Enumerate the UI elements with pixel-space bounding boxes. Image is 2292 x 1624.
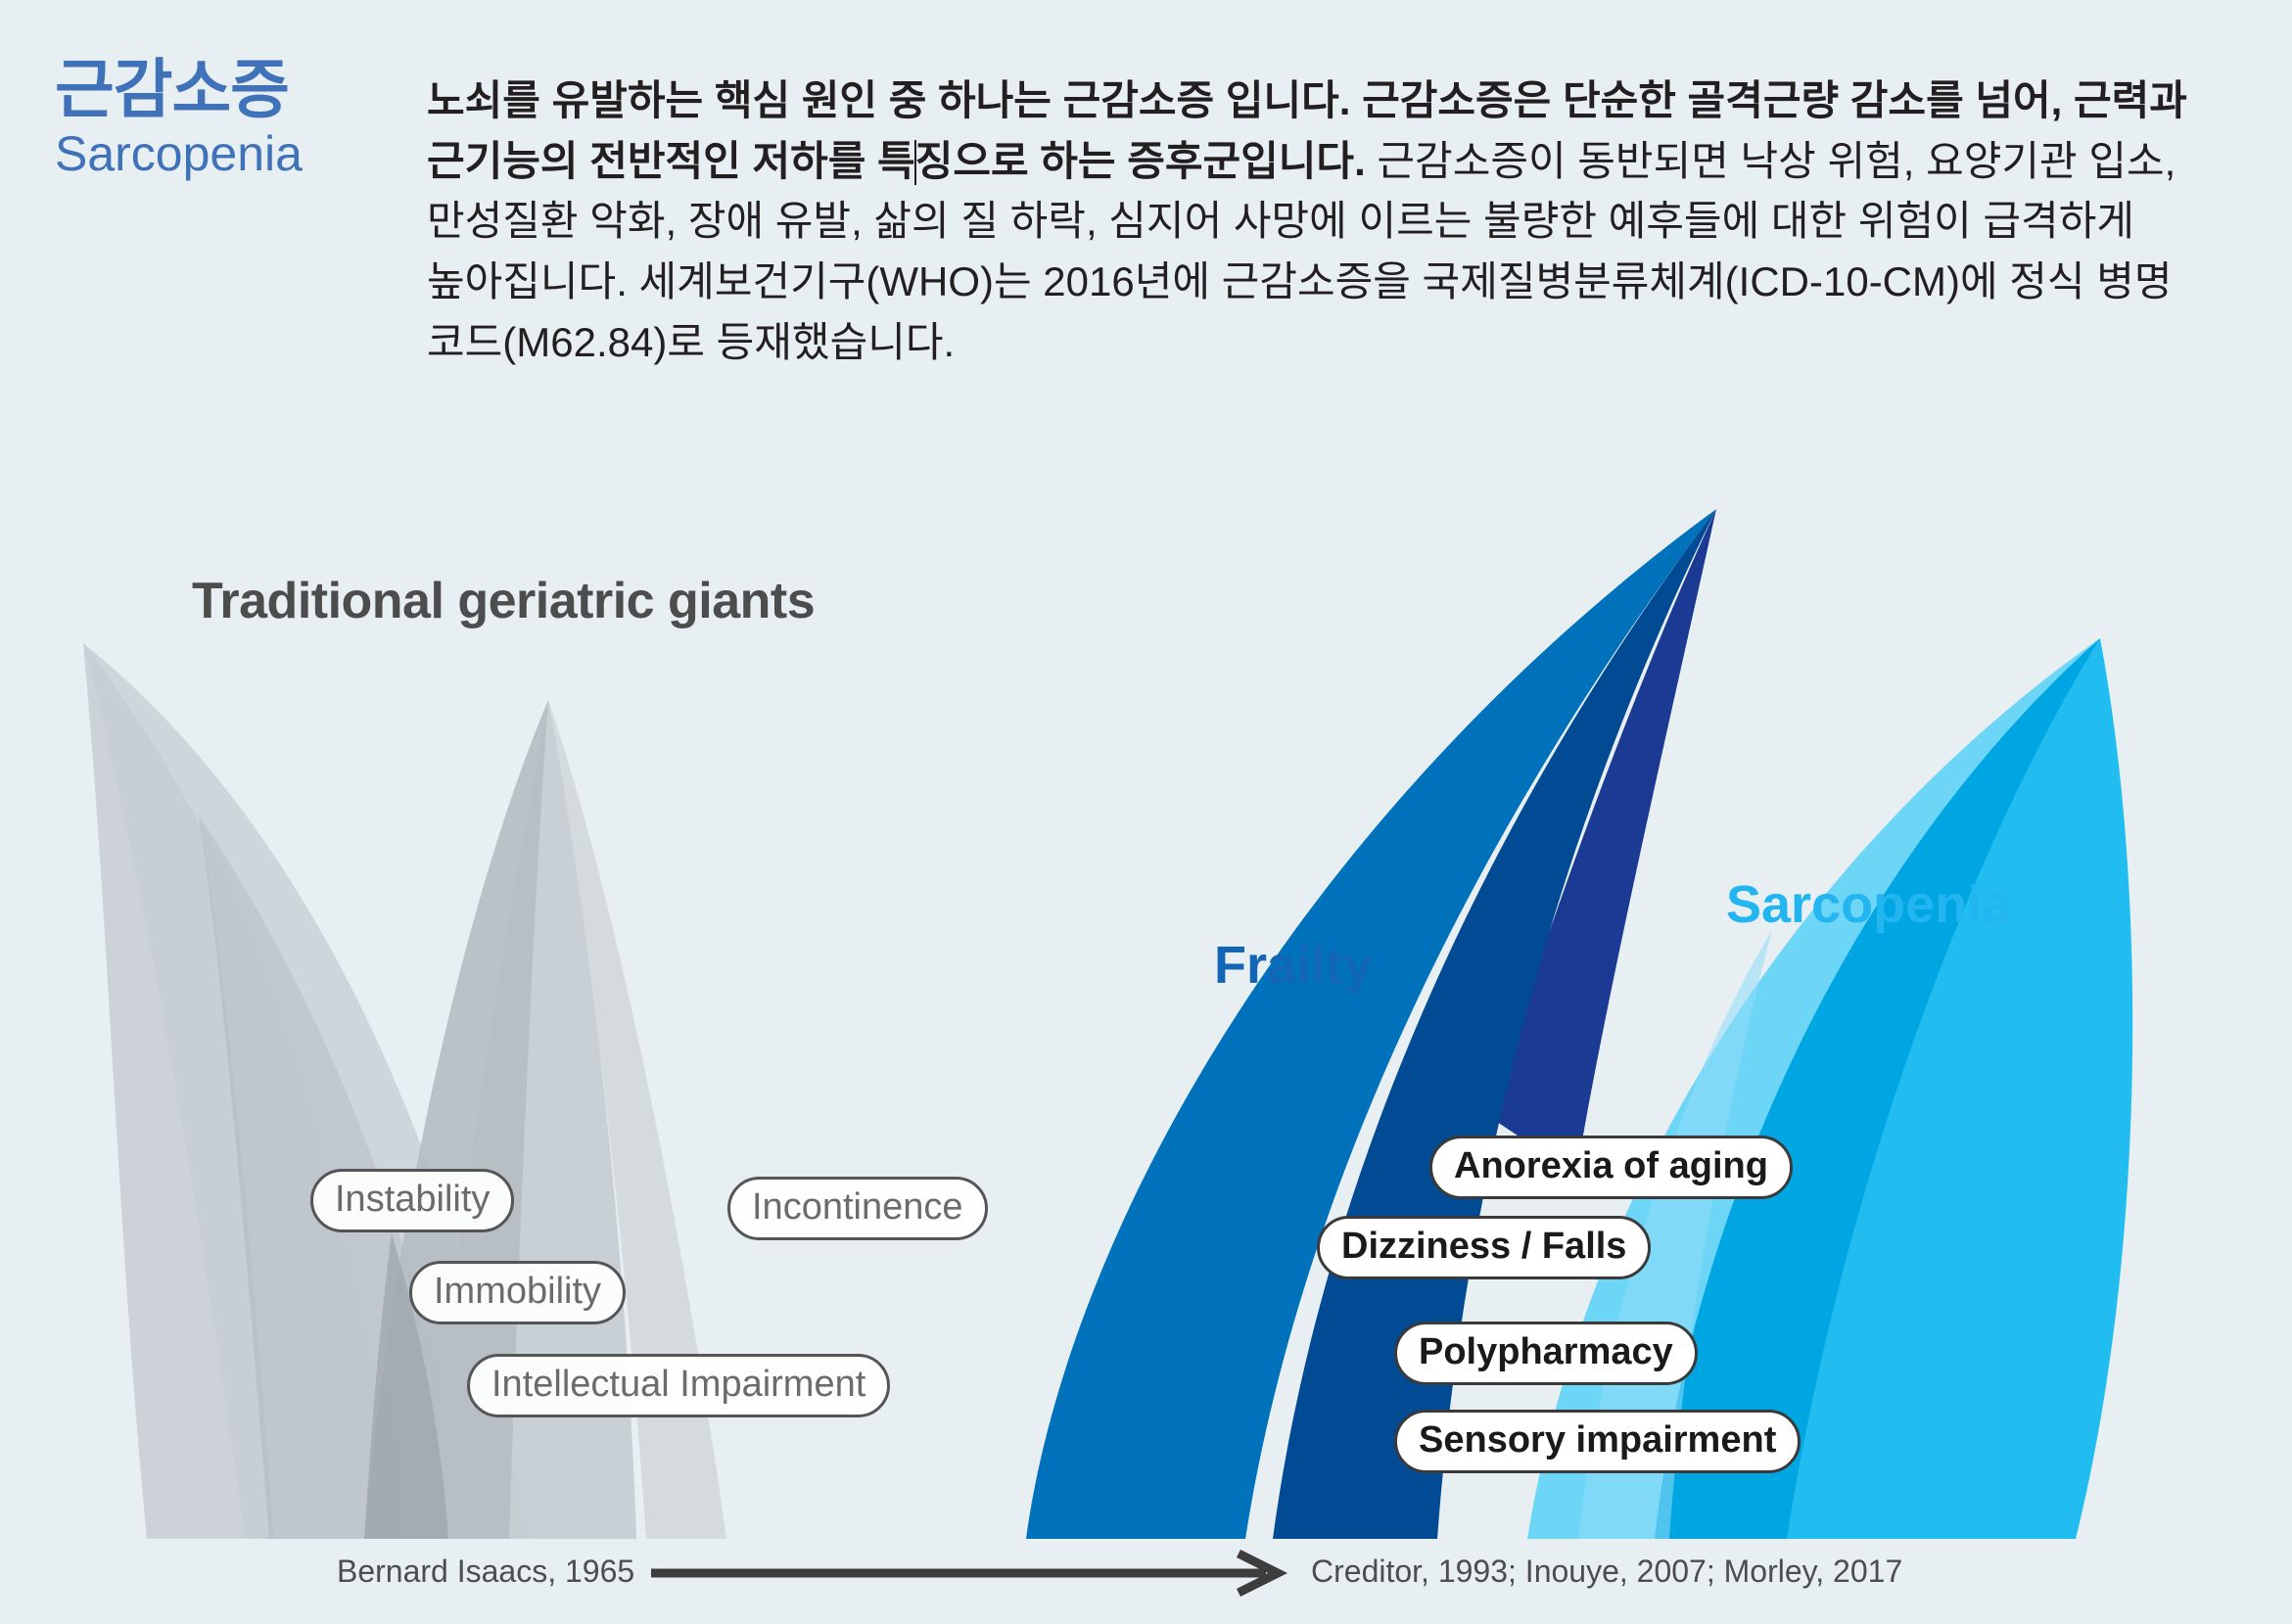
- gray-fin-group: [83, 643, 726, 1539]
- page-title-korean: 근감소증: [55, 53, 290, 125]
- gray-fin-overlap: [364, 1233, 448, 1539]
- figure-section: Traditional geriatric giants Frailty Sar…: [0, 489, 2292, 1624]
- intro-paragraph: 노쇠를 유발하는 핵심 원인 중 하나는 근감소증 입니다. 근감소증은 단순한…: [427, 70, 2248, 373]
- page-title-english: Sarcopenia: [55, 126, 303, 181]
- pill-instability: Instability: [310, 1169, 515, 1232]
- sarcopenia-fin-overlap: [1578, 930, 1772, 1539]
- fin-label-frailty: Frailty: [1214, 936, 1374, 995]
- text-caret: [913, 139, 916, 185]
- right-arrow-icon: [651, 1550, 1288, 1597]
- frailty-fin-outer: [1026, 509, 1716, 1539]
- citation-left: Bernard Isaacs, 1965: [337, 1554, 635, 1589]
- header-section: 근감소증 Sarcopenia 노쇠를 유발하는 핵심 원인 중 하나는 근감소…: [0, 0, 2292, 509]
- pill-intellectual-impairment: Intellectual Impairment: [467, 1354, 891, 1417]
- gray-section-heading: Traditional geriatric giants: [192, 573, 816, 629]
- intro-paragraph-bold: 노쇠를 유발하는 핵심 원인 중 하나는 근감소증 입니다. 근감소증은 단순한…: [427, 77, 2187, 185]
- title-block: 근감소증 Sarcopenia: [55, 57, 368, 181]
- shark-fins-illustration: [83, 509, 2133, 1539]
- pill-incontinence: Incontinence: [727, 1177, 988, 1240]
- pill-sensory-impairment: Sensory impairment: [1394, 1410, 1801, 1473]
- fin-label-sarcopenia: Sarcopenia: [1726, 875, 2012, 934]
- pill-dizziness-falls: Dizziness / Falls: [1317, 1216, 1652, 1279]
- frailty-fin-inner: [1273, 509, 1716, 1539]
- citation-right: Creditor, 1993; Inouye, 2007; Morley, 20…: [1311, 1554, 1903, 1589]
- sarcopenia-fin-front: [1787, 638, 2133, 1539]
- pill-anorexia-of-aging: Anorexia of aging: [1429, 1136, 1793, 1199]
- intro-paragraph-rest: 근감소증이 동반되면 낙상 위험, 요양기관 입소, 만성질환 악화, 장애 유…: [427, 137, 2176, 365]
- pill-polypharmacy: Polypharmacy: [1394, 1322, 1698, 1385]
- frailty-fin-navy-tip: [1488, 509, 1716, 1175]
- footer-timeline: Bernard Isaacs, 1965 Creditor, 1993; Ino…: [0, 1548, 2292, 1602]
- gray-fin-7: [548, 700, 726, 1539]
- pill-immobility: Immobility: [409, 1261, 627, 1324]
- blue-fin-group: [1026, 509, 2133, 1539]
